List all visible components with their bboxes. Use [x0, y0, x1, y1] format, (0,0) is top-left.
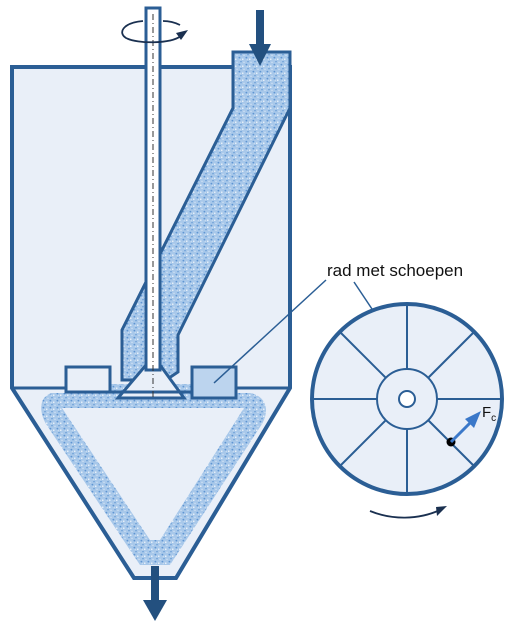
force-symbol: F [482, 404, 491, 421]
wheel-vane [427, 331, 475, 379]
down-arrow-icon [143, 566, 167, 621]
wheel-axle-hole [398, 390, 416, 408]
force-label: Fc [482, 404, 496, 424]
powder-cone-layer [41, 393, 267, 565]
force-vector [446, 411, 481, 447]
feed-duct [120, 50, 292, 382]
force-subscript: c [491, 413, 496, 424]
wheel-callout-label: rad met schoepen [327, 261, 463, 280]
callout-line-to-blade [213, 279, 327, 384]
wheel-vane [339, 419, 387, 467]
wheel-vane [339, 331, 387, 379]
wheel-top-view [310, 302, 504, 496]
down-arrow-icon [249, 10, 271, 66]
rotation-arrow-icon [121, 20, 188, 44]
wheel-blade-left [64, 365, 112, 394]
rotation-arrow-icon [369, 506, 447, 519]
